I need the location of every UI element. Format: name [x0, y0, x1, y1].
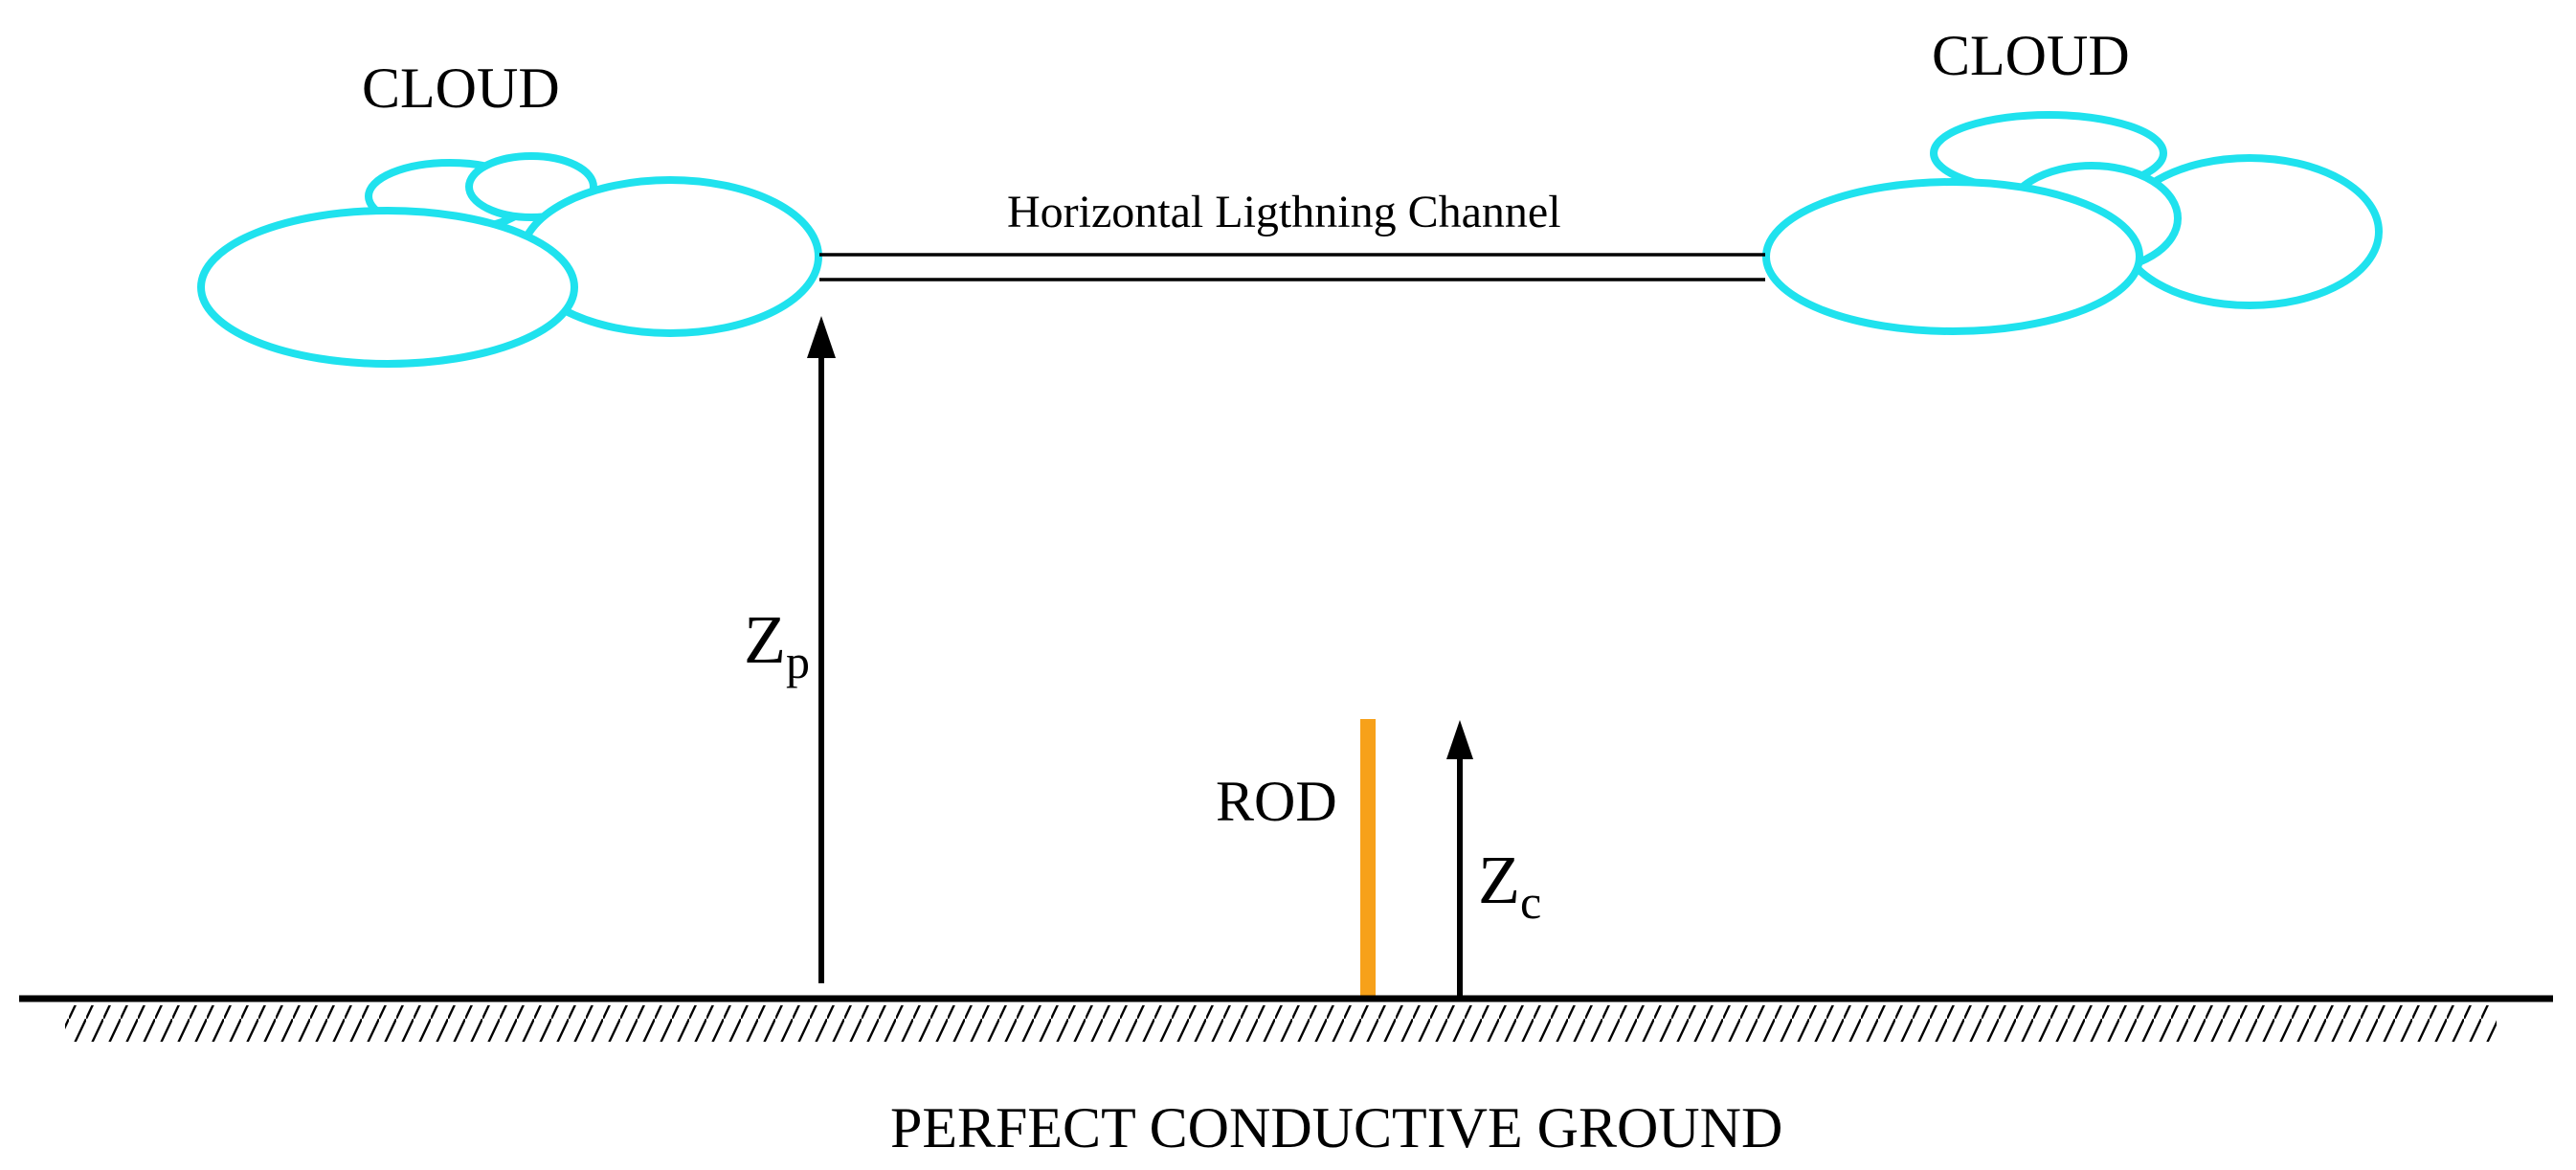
right-cloud-label: CLOUD [1932, 24, 2130, 87]
zc-label: Zc [1478, 845, 1541, 926]
zp-subscript: p [785, 635, 810, 688]
rod-label: ROD [1216, 770, 1337, 833]
left-cloud [197, 152, 822, 368]
zp-arrowhead [807, 316, 836, 358]
ground-label: PERFECT CONDUCTIVE GROUND [890, 1096, 1783, 1159]
right-cloud-puff-left [1762, 178, 2143, 335]
zc-arrowhead [1446, 720, 1473, 759]
zp-label: Zp [744, 605, 810, 686]
zc-symbol: Z [1478, 842, 1520, 918]
zp-arrow [807, 316, 836, 983]
left-cloud-label: CLOUD [362, 56, 560, 120]
lightning-rod [1360, 719, 1376, 1001]
channel-label: Horizontal Ligthning Channel [1007, 187, 1561, 237]
ground-hatching [65, 1005, 2497, 1042]
zp-symbol: Z [744, 601, 786, 678]
zc-arrow [1446, 720, 1473, 1001]
horizontal-lightning-channel [819, 253, 1765, 281]
right-cloud [1762, 111, 2383, 335]
zc-subscript: c [1519, 875, 1542, 929]
left-cloud-puff-left [197, 207, 578, 368]
